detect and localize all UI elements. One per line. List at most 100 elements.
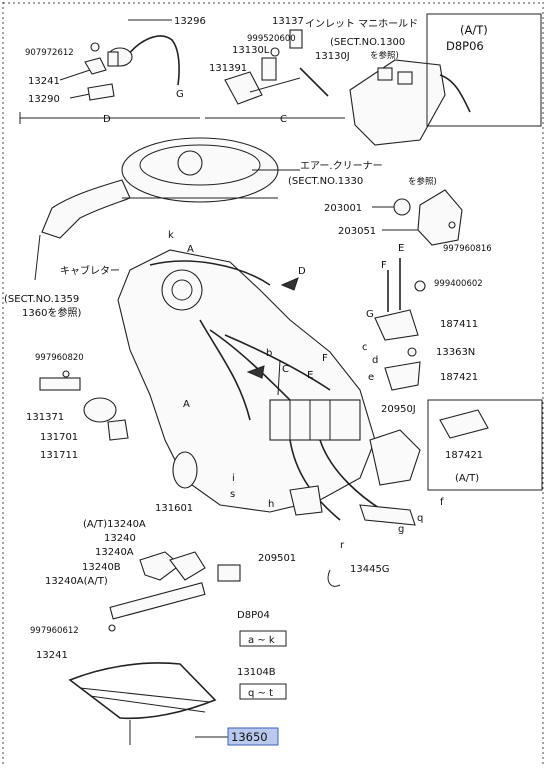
highlight-13650[interactable] — [227, 727, 279, 746]
carburetor-throat[interactable] — [161, 269, 203, 311]
connector-13240[interactable] — [139, 551, 181, 581]
right-upper-parts — [372, 189, 463, 246]
harness-wire-2 — [89, 695, 206, 713]
label-13130l: 13130L — [232, 45, 270, 56]
label-s: s — [230, 489, 235, 500]
part-q-bracket[interactable] — [359, 504, 416, 526]
part-209501[interactable] — [217, 564, 241, 582]
manifold-body[interactable] — [349, 59, 446, 146]
ref-box-q-t — [239, 683, 287, 700]
label-q-t: q ~ t — [248, 688, 273, 699]
part-203001[interactable] — [393, 198, 411, 216]
label-at-13240a: (A/T)13240A — [83, 519, 146, 530]
label-k-top: k — [168, 230, 174, 241]
label-d-arrow: D — [298, 266, 306, 277]
label-r: r — [340, 540, 345, 551]
part-131371[interactable] — [39, 377, 81, 391]
label-d-small: d — [372, 355, 378, 366]
switch-13137[interactable] — [289, 29, 303, 49]
label-13240a-at: 13240A(A/T) — [45, 576, 108, 587]
part-187421-at[interactable] — [439, 409, 489, 439]
label-e: E — [398, 243, 404, 254]
label-997960820: 997960820 — [35, 353, 84, 363]
rod-13130j[interactable] — [299, 67, 329, 97]
label-187421: 187421 — [440, 372, 478, 383]
label-13240: 13240 — [104, 533, 136, 544]
label-997960816: 997960816 — [443, 244, 492, 254]
part-187421[interactable] — [384, 361, 421, 391]
label-c-section: C — [280, 114, 287, 125]
engine-block — [117, 249, 421, 521]
label-q: q — [417, 513, 423, 524]
group-c-top-middle — [205, 29, 345, 119]
harness-group — [68, 551, 341, 745]
bracket-13241[interactable] — [84, 57, 107, 75]
label-997960612: 997960612 — [30, 626, 79, 636]
engine-block-body — [117, 249, 376, 513]
part-187411[interactable] — [374, 309, 419, 341]
label-g-mid: G — [366, 309, 374, 320]
switch-13130l[interactable] — [261, 57, 277, 81]
connector-13240a-at[interactable] — [169, 551, 206, 581]
callout-box-at-mid — [427, 399, 543, 491]
label-13130j: 13130J — [315, 51, 350, 62]
label-a-top: A — [187, 244, 194, 255]
part-131601[interactable] — [172, 451, 198, 489]
leader-c — [277, 359, 281, 396]
label-inlet-manifold-jp: インレット マニホールド — [305, 18, 418, 30]
arrow-c-icon — [246, 365, 265, 379]
label-a-mid: A — [183, 399, 190, 410]
label-131601: 131601 — [155, 503, 193, 514]
label-13240b: 13240B — [82, 562, 121, 573]
air-cleaner-nut[interactable] — [177, 150, 203, 176]
bolt-997960816[interactable] — [448, 221, 456, 229]
bolt-997960820[interactable] — [62, 370, 70, 378]
right-middle-parts — [374, 258, 426, 391]
label-f-mid: F — [322, 353, 328, 364]
ref-box-a-k — [239, 630, 287, 647]
leader-13241 — [59, 69, 91, 81]
harness-bar-13240b[interactable] — [109, 582, 206, 620]
label-20950j: 20950J — [381, 404, 416, 415]
label-d-section: D — [103, 114, 111, 125]
part-20950j[interactable] — [369, 429, 421, 486]
part-131711[interactable] — [107, 419, 129, 441]
label-carburetor-jp: キャブレター — [60, 264, 120, 277]
label-a-k: a ~ k — [248, 635, 275, 646]
label-b: b — [266, 348, 272, 359]
intake-line — [34, 234, 41, 281]
part-203051[interactable] — [417, 189, 463, 246]
arrow-d-icon — [280, 277, 299, 291]
left-middle-parts — [39, 370, 129, 441]
label-ref-1330: を参照) — [408, 176, 437, 187]
part-131701[interactable] — [83, 397, 117, 423]
callout-box-at-top — [426, 13, 542, 127]
clip-13445g[interactable] — [327, 569, 341, 587]
bolt-907972612[interactable] — [90, 42, 100, 52]
label-sect-1300: (SECT.NO.1300 — [330, 37, 405, 48]
part-13290[interactable] — [87, 83, 115, 101]
label-131371: 131371 — [26, 412, 64, 423]
label-d8p04: D8P04 — [237, 610, 270, 621]
carburetor-throat-inner — [171, 279, 193, 301]
label-187421-box: 187421 — [445, 450, 483, 461]
nut-999400602[interactable] — [414, 280, 426, 292]
hose-d8p06[interactable] — [439, 74, 471, 113]
label-203051: 203051 — [338, 226, 376, 237]
label-209501: 209501 — [258, 553, 296, 564]
vacuum-valve-bank[interactable] — [269, 399, 361, 441]
label-c-small: c — [362, 342, 368, 353]
label-h: h — [268, 499, 274, 510]
hose-mid-1 — [199, 319, 251, 421]
bolt-997960612[interactable] — [108, 624, 116, 632]
label-13445g: 13445G — [350, 564, 390, 575]
inlet-manifold — [349, 59, 471, 146]
part-131391[interactable] — [224, 71, 263, 105]
harness-13650[interactable] — [68, 662, 217, 720]
air-intake-snorkel[interactable] — [41, 179, 131, 239]
label-sect-1330: (SECT.NO.1330 — [288, 176, 363, 187]
part-lower-left-valve[interactable] — [289, 485, 323, 516]
label-c-arrow: C — [282, 364, 289, 375]
part-13363n[interactable] — [407, 347, 417, 357]
bolt-999520600[interactable] — [270, 47, 280, 57]
